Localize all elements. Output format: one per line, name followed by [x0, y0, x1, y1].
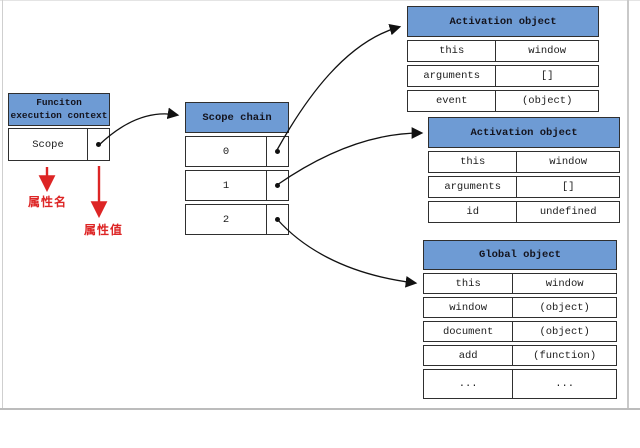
- scope-chain-index: 0: [222, 145, 230, 158]
- row-value: (object): [512, 298, 616, 317]
- table-row: add (function): [423, 345, 617, 366]
- table-row: this window: [407, 40, 599, 62]
- function-execution-context-header: Funciton execution context: [8, 93, 110, 126]
- scope-chain-row-0: 0: [185, 136, 289, 167]
- scope-chain-row-1: 1: [185, 170, 289, 201]
- frame-top-line: [0, 0, 640, 1]
- row-value: (object): [495, 91, 598, 111]
- activation-object-middle-table: Activation object this window arguments …: [428, 117, 620, 223]
- header-line2: execution context: [10, 109, 108, 121]
- row-value: window: [495, 41, 598, 61]
- table-row: document (object): [423, 321, 617, 342]
- row-key: arguments: [444, 181, 502, 193]
- table-row: arguments []: [428, 176, 620, 198]
- scope-pointer-cell: [87, 129, 109, 160]
- table-row: window (object): [423, 297, 617, 318]
- scope-chain-index: 1: [222, 179, 230, 192]
- frame-right-line: [627, 0, 629, 409]
- arrow-chain1-to-activation-middle: [276, 127, 424, 186]
- row-key: this: [460, 156, 486, 168]
- scope-chain-pointer-cell: [266, 171, 288, 200]
- table-row: this window: [423, 273, 617, 294]
- row-key: add: [458, 349, 478, 362]
- frame-bottom-line: [0, 408, 640, 410]
- row-value: []: [516, 177, 619, 197]
- scope-property-name: Scope: [32, 138, 64, 151]
- activation-object-top-header: Activation object: [407, 6, 599, 37]
- pointer-dot: [275, 149, 280, 154]
- table-row: id undefined: [428, 201, 620, 223]
- row-key: id: [466, 206, 479, 218]
- function-execution-context-box: Funciton execution context Scope: [8, 93, 110, 161]
- row-key: ...: [458, 378, 478, 390]
- row-value: window: [516, 152, 619, 172]
- frame-left-line: [2, 0, 3, 409]
- attribute-value-label: 属性值: [84, 223, 124, 237]
- row-key: document: [442, 325, 494, 338]
- scope-chain-pointer-cell: [266, 205, 288, 234]
- global-object-header: Global object: [423, 240, 617, 270]
- table-row: arguments []: [407, 65, 599, 87]
- row-key: this: [455, 277, 481, 290]
- table-row: ... ...: [423, 369, 617, 399]
- row-key: event: [435, 95, 468, 107]
- row-key: window: [449, 301, 488, 314]
- arrow-chain0-to-activation-top: [276, 23, 402, 151]
- row-value: window: [512, 274, 616, 293]
- row-value: []: [495, 66, 598, 86]
- pointer-dot: [275, 217, 280, 222]
- row-key: this: [439, 45, 465, 57]
- global-object-table: Global object this window window (object…: [423, 240, 617, 399]
- table-row: this window: [428, 151, 620, 173]
- arrow-scope-to-scopechain: [98, 107, 180, 146]
- scope-chain-header: Scope chain: [185, 102, 289, 133]
- attribute-name-label: 属性名: [28, 195, 68, 209]
- activation-object-top-table: Activation object this window arguments …: [407, 6, 599, 112]
- header-line1: Funciton: [36, 97, 82, 109]
- scope-chain-table: Scope chain 0 1 2: [185, 102, 289, 235]
- row-value: (object): [512, 322, 616, 341]
- arrow-chain2-to-global: [276, 218, 418, 288]
- table-row: event (object): [407, 90, 599, 112]
- activation-object-middle-header: Activation object: [428, 117, 620, 148]
- row-value: undefined: [516, 202, 619, 222]
- row-key: arguments: [423, 70, 481, 82]
- scope-chain-index: 2: [222, 213, 230, 226]
- pointer-dot: [96, 142, 101, 147]
- scope-chain-pointer-cell: [266, 137, 288, 166]
- scope-property-row: Scope: [8, 128, 110, 161]
- pointer-dot: [275, 183, 280, 188]
- row-value: (function): [512, 346, 616, 365]
- row-value: ...: [512, 370, 616, 398]
- scope-chain-row-2: 2: [185, 204, 289, 235]
